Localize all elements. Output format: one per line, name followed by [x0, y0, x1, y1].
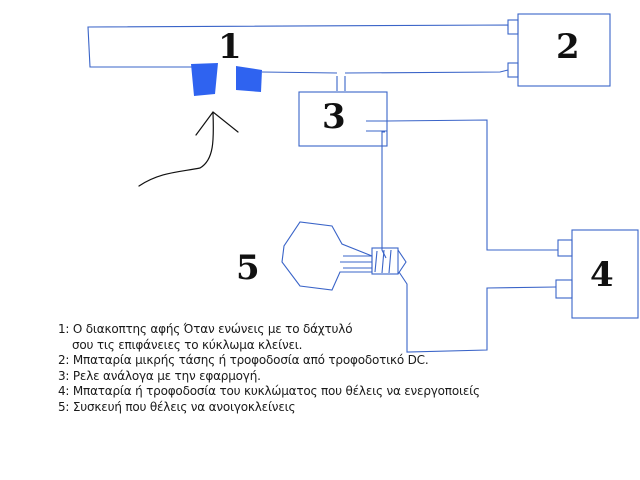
- lamp-base-thread-3: [388, 249, 392, 274]
- touch-pad-right: [236, 66, 262, 92]
- legend-item-relay: 3: Ρελε ανάλογα με την εφαρμογή.: [58, 368, 261, 383]
- touch-pad-left: [191, 63, 218, 96]
- supply-2-terminal-top: [507, 19, 519, 35]
- lamp-base-thread-2: [381, 249, 385, 274]
- wire-top-loop: [87, 24, 509, 68]
- lamp-base-thread-1: [374, 250, 378, 273]
- arrow-head: [195, 111, 239, 136]
- legend-item-low-voltage-supply: 2: Μπαταρία μικρής τάσης ή τροφοδοσία απ…: [58, 353, 429, 367]
- wire-switch-to-supply: [261, 71, 338, 74]
- legend-item-load-supply: 4: Μπαταρία ή τροφοδοσία του κυκλώματος …: [58, 384, 480, 398]
- label-relay: 3: [322, 97, 346, 137]
- legend-item-device: 5: Συσκευή που θέλεις να ανοιγοκλείνεις: [58, 399, 296, 414]
- relay-box: [298, 91, 388, 147]
- label-switch: 1: [218, 27, 242, 67]
- legend-item-switch: 1: Ο διακοπτης αφής Όταν ενώνεις με το δ…: [58, 322, 353, 336]
- wire-relay-to-load-supply: [386, 119, 558, 251]
- label-load-supply: 4: [590, 255, 614, 295]
- wire-relay-coil-to-supply: [344, 69, 509, 74]
- supply-2-terminal-bottom: [507, 62, 519, 78]
- legend-item-switch-cont: σου τις επιφάνειες το κύκλωμα κλείνει.: [72, 337, 303, 352]
- load-supply-box: [571, 229, 639, 319]
- label-low-voltage-supply: 2: [556, 27, 580, 67]
- supply-4-terminal-top: [557, 239, 573, 257]
- lamp-base-tip: [397, 249, 407, 275]
- low-voltage-supply-box: [517, 13, 611, 87]
- wire-relay-to-lamp: [381, 131, 387, 259]
- wire-load-return: [398, 271, 557, 353]
- arrow-shaft: [138, 112, 214, 187]
- supply-4-terminal-bottom: [555, 279, 573, 299]
- lamp-bulb: [281, 221, 373, 291]
- lamp-base: [371, 247, 399, 275]
- legend: 1: Ο διακοπτης αφής Όταν ενώνεις με το δ…: [58, 322, 618, 415]
- label-device: 5: [236, 248, 260, 288]
